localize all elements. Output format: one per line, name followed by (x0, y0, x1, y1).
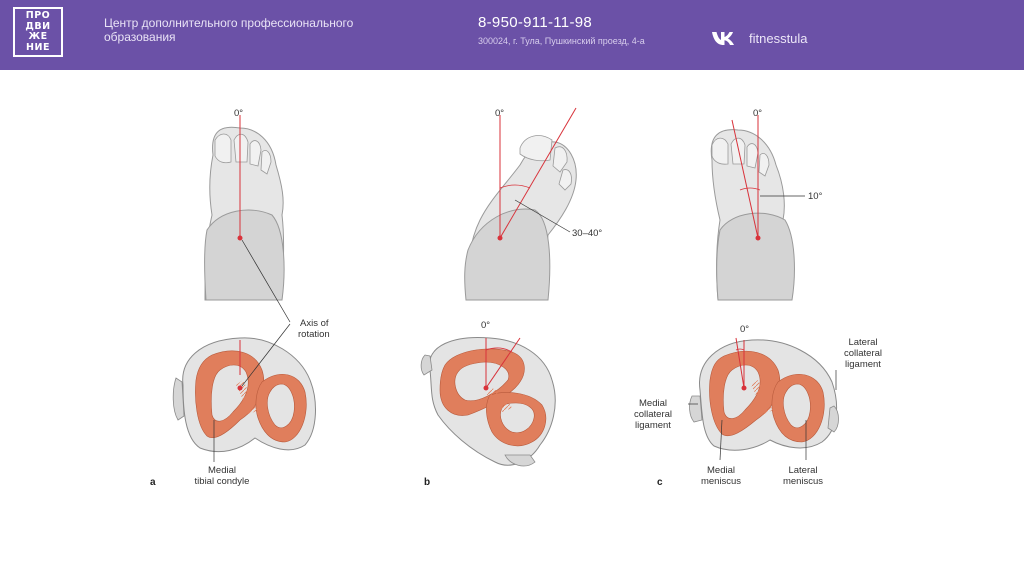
panel-b-letter: b (424, 477, 430, 488)
panel-c-letter: c (657, 477, 663, 488)
medial-ligament-line2: collateral (624, 409, 682, 420)
panel-b-angle-bottom: 0° (481, 320, 490, 331)
medial-ligament-line1: Medial (624, 398, 682, 409)
organization-name: Центр дополнительного профессионального … (104, 16, 404, 44)
condyle-label-line2: tibial condyle (172, 476, 272, 487)
logo-line-3: ЖЕ (28, 32, 47, 43)
address-text: 300024, г. Тула, Пушкинский проезд, 4-а (478, 36, 645, 46)
panel-c-tibia (688, 338, 839, 460)
lateral-ligament-line2: collateral (838, 348, 888, 359)
logo-line-1: ПРО (26, 11, 51, 22)
medial-meniscus-line1: Medial (696, 465, 746, 476)
panel-b-angle-rot: 30–40° (572, 228, 602, 239)
brand-logo[interactable]: ПРО ДВИ ЖЕ НИЕ (13, 7, 63, 57)
lateral-ligament-line3: ligament (838, 359, 888, 370)
panel-a-angle-top: 0° (234, 108, 243, 119)
logo-line-4: НИЕ (26, 43, 50, 54)
condyle-label-line1: Medial (194, 465, 250, 476)
figure-illustration (0, 70, 1024, 574)
lateral-ligament-line1: Lateral (838, 337, 888, 348)
axis-label-line2: rotation (298, 329, 330, 340)
lateral-meniscus-line2: meniscus (778, 476, 828, 487)
panel-c-angle-rot: 10° (808, 191, 822, 202)
lateral-meniscus-line1: Lateral (778, 465, 828, 476)
medial-meniscus-line2: meniscus (696, 476, 746, 487)
header-bar: ПРО ДВИ ЖЕ НИЕ Центр дополнительного про… (0, 0, 1024, 70)
panel-b-leg (465, 108, 577, 300)
phone-number[interactable]: 8-950-911-11-98 (478, 14, 592, 31)
panel-c-angle-top: 0° (753, 108, 762, 119)
panel-b-tibia (421, 337, 555, 465)
panel-c-angle-bottom: 0° (740, 324, 749, 335)
panel-b-angle-top: 0° (495, 108, 504, 119)
medial-ligament-line3: ligament (624, 420, 682, 431)
panel-c-leg (711, 115, 805, 300)
social-handle[interactable]: fitnesstula (749, 31, 808, 46)
knee-rotation-figure: 0° Axis of rotation Medial tibial condyl… (0, 70, 1024, 574)
axis-label-line1: Axis of (300, 318, 329, 329)
panel-a-tibia (173, 324, 315, 462)
vk-icon[interactable] (711, 30, 737, 46)
panel-a-letter: a (150, 477, 156, 488)
panel-a-leg (205, 115, 290, 322)
